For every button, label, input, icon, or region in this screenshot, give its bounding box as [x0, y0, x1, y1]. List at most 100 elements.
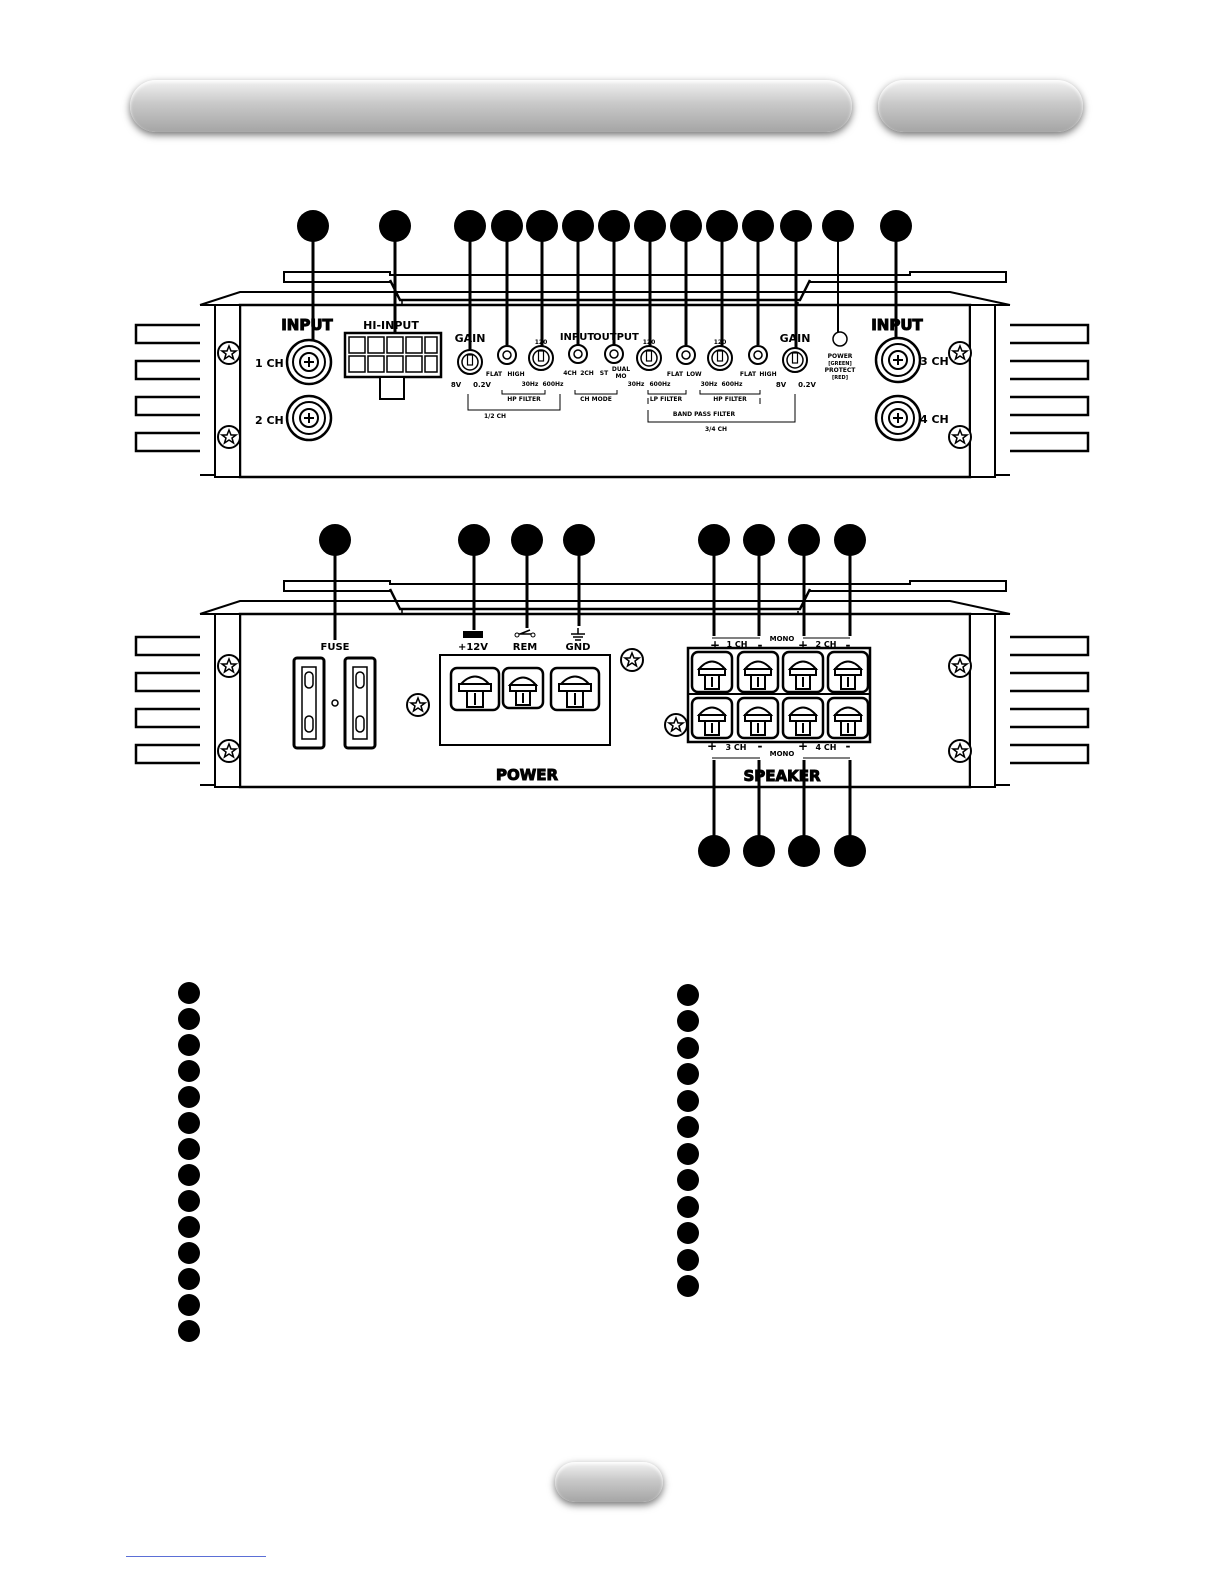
power-led	[832, 331, 848, 347]
footer-rule	[126, 1556, 266, 1557]
hz600-lp: 600Hz	[649, 381, 671, 388]
speaker-section-title: SPEAKER	[743, 767, 821, 785]
mode-4ch: 4CH	[563, 370, 577, 377]
power-led-green: [GREEN]	[828, 361, 852, 367]
fuse-label: FUSE	[321, 642, 350, 653]
gain-left-min: 8V	[451, 381, 462, 389]
hp-switch-left[interactable]	[497, 345, 517, 365]
rca-3ch-jack[interactable]	[874, 336, 922, 384]
hp-freq-knob-right[interactable]	[707, 345, 733, 371]
speaker-1ch-minus[interactable]	[736, 650, 780, 694]
mono-bottom-label: MONO	[770, 750, 795, 758]
legend-marker	[178, 1268, 200, 1290]
lp-filter-label: LP FILTER	[650, 396, 683, 403]
gain-left-max: 0.2V	[473, 381, 491, 389]
rca-2ch-jack[interactable]	[285, 394, 333, 442]
hp-filter-right: HP FILTER	[713, 396, 747, 403]
bottom-callouts	[319, 524, 866, 867]
legend-marker	[178, 1190, 200, 1212]
mode-mo: MO	[615, 373, 626, 380]
hz600-right: 600Hz	[721, 381, 743, 388]
lp-switch[interactable]	[676, 345, 696, 365]
ground-terminal[interactable]	[549, 666, 601, 712]
rca-4ch-jack[interactable]	[874, 394, 922, 442]
fuse-right[interactable]	[343, 656, 377, 750]
rem-label: REM	[513, 642, 538, 653]
hz30-lp: 30Hz	[628, 381, 645, 388]
fuse-left[interactable]	[292, 656, 326, 750]
ch-mode-label: CH MODE	[580, 396, 612, 403]
legend-marker	[178, 1034, 200, 1056]
ch2-top-label: 2 CH	[816, 640, 837, 649]
gain-left-knob[interactable]	[457, 349, 483, 375]
legend-marker	[178, 1138, 200, 1160]
hz30-left: 30Hz	[522, 381, 539, 388]
legend-marker	[677, 1196, 699, 1218]
legend-marker	[677, 1275, 699, 1297]
speaker-4ch-plus[interactable]	[781, 696, 825, 740]
hp-switch-right[interactable]	[748, 345, 768, 365]
legend-marker	[677, 1169, 699, 1191]
speaker-3ch-minus[interactable]	[736, 696, 780, 740]
legend-marker	[677, 1116, 699, 1138]
legend-marker	[178, 982, 200, 1004]
high-left: HIGH	[507, 371, 524, 378]
legend-marker	[178, 1086, 200, 1108]
legend-marker	[178, 1294, 200, 1316]
protect-red: [RED]	[832, 375, 848, 381]
legend-marker	[178, 1060, 200, 1082]
gain-right-max: 0.2V	[798, 381, 816, 389]
mode-st: ST	[600, 370, 609, 377]
gain-right-knob[interactable]	[782, 347, 808, 373]
speaker-2ch-minus[interactable]	[826, 650, 870, 694]
flat-left: FLAT	[486, 371, 503, 378]
ch1-top-label: 1 CH	[727, 640, 748, 649]
speaker-2ch-plus[interactable]	[781, 650, 825, 694]
legend-marker	[677, 1249, 699, 1271]
ch3-plus-sign: +	[707, 739, 717, 753]
hz30-right: 30Hz	[701, 381, 718, 388]
speaker-1ch-plus[interactable]	[690, 650, 734, 694]
v12-label: +12V	[458, 642, 488, 653]
hp-freq-knob-left[interactable]	[528, 345, 554, 371]
hp-filter-left: HP FILTER	[507, 396, 541, 403]
top-amplifier-panel: INPUT 1 CH 2 CH HI-INPUT GAIN 8V 0.2V FL…	[134, 271, 1090, 479]
gain-right-min: 8V	[776, 381, 787, 389]
ch12-label: 1/2 CH	[484, 413, 506, 420]
hi-input-connector[interactable]	[343, 331, 443, 400]
legend-marker	[677, 1037, 699, 1059]
lp-freq-knob[interactable]	[636, 345, 662, 371]
output-mode-label: OUTPUT	[593, 332, 639, 343]
legend-marker	[178, 1242, 200, 1264]
ch2-minus-sign: -	[846, 638, 851, 652]
mode-dual: DUAL	[612, 366, 630, 373]
freq-120-hp: 120	[714, 339, 727, 346]
label-1ch: 1 CH	[255, 357, 284, 370]
input-mode-switch[interactable]	[568, 344, 588, 364]
ch1-plus-sign: +	[710, 638, 720, 652]
rca-1ch-jack[interactable]	[285, 338, 333, 386]
hi-input-label: HI-INPUT	[363, 319, 419, 332]
speaker-3ch-plus[interactable]	[690, 696, 734, 740]
legend-marker	[677, 1222, 699, 1244]
page-number-badge	[555, 1462, 663, 1502]
legend-marker	[677, 1143, 699, 1165]
output-mode-switch[interactable]	[604, 344, 624, 364]
ch3-minus-sign: -	[758, 739, 763, 753]
top-callouts	[297, 210, 912, 350]
high-right: HIGH	[759, 371, 776, 378]
ch3-bottom-label: 3 CH	[726, 743, 747, 752]
legend-marker	[677, 1090, 699, 1112]
ch2-plus-sign: +	[798, 638, 808, 652]
speaker-4ch-minus[interactable]	[826, 696, 870, 740]
label-3ch: 3 CH	[920, 355, 949, 368]
legend-marker	[178, 1216, 200, 1238]
ch4-plus-sign: +	[798, 739, 808, 753]
bottom-amplifier-panel: FUSE +12V REM GND POWER	[134, 580, 1090, 789]
power-12v-terminal[interactable]	[449, 666, 501, 712]
title-banner	[130, 80, 852, 132]
remote-terminal[interactable]	[501, 666, 545, 710]
legend-marker	[677, 984, 699, 1006]
flat-lp: FLAT	[667, 371, 684, 378]
power-section-title: POWER	[496, 766, 559, 784]
